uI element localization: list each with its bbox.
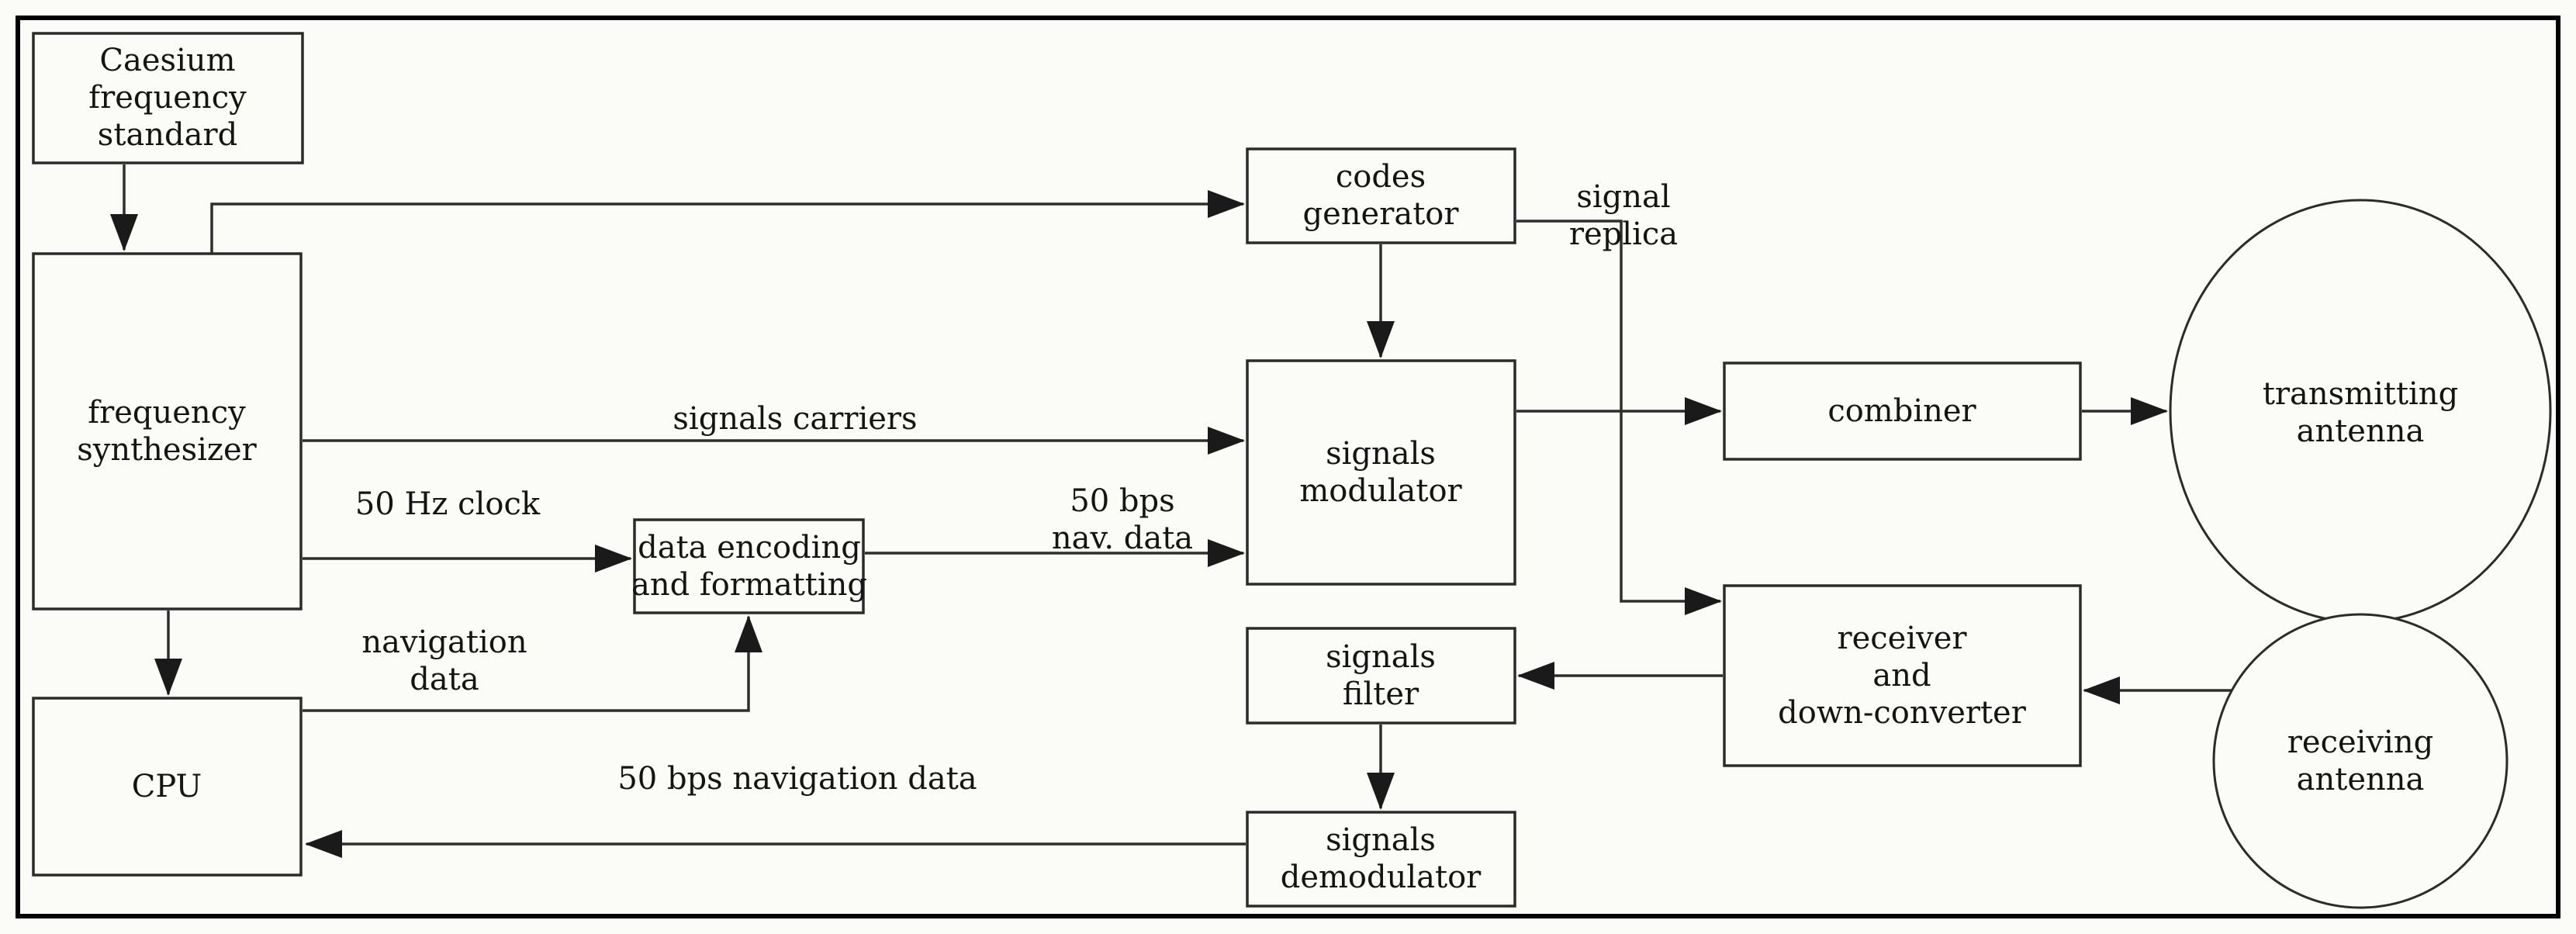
- node-label-receiving-antenna: receiving antenna: [2287, 725, 2434, 797]
- node-shapes: [32, 32, 2552, 909]
- box-signals-filter: [1246, 627, 1516, 725]
- node-label-signals-modulator: signals modulator: [1299, 436, 1462, 509]
- box-combiner: [1723, 361, 2082, 461]
- edge-label-50bps-navigation-data: 50 bps navigation data: [617, 761, 977, 797]
- edge-label-signal-replica: signal replica: [1568, 179, 1679, 252]
- node-label-combiner: combiner: [1827, 393, 1976, 429]
- node-label-signals-demodulator: signals demodulator: [1280, 822, 1482, 895]
- box-signals-demodulator: [1246, 811, 1516, 908]
- box-signals-modulator: [1246, 359, 1516, 586]
- node-label-data-encoding-formatting: data encoding and formatting: [631, 530, 868, 603]
- edge-label-50bps-nav-data: 50 bps nav. data: [1051, 483, 1194, 556]
- box-caesium-frequency-standard: [32, 32, 304, 164]
- connector-arrows: [110, 164, 2237, 858]
- box-cpu: [32, 697, 303, 877]
- box-frequency-synthesizer: [32, 252, 303, 611]
- box-receiver-down-converter: [1723, 584, 2082, 767]
- box-data-encoding-formatting: [633, 518, 865, 614]
- circle-receiving-antenna: [2212, 613, 2509, 909]
- node-label-frequency-synthesizer: frequency synthesizer: [77, 395, 257, 468]
- node-label-caesium-frequency-standard: Caesium frequency standard: [88, 43, 247, 153]
- node-label-signals-filter: signals filter: [1326, 639, 1436, 712]
- box-codes-generator: [1246, 147, 1516, 244]
- node-label-receiver-down-converter: receiver and down-converter: [1778, 621, 2026, 731]
- node-label-codes-generator: codes generator: [1302, 159, 1459, 232]
- edge-label-50hz-clock: 50 Hz clock: [354, 486, 541, 522]
- edge-label-signals-carriers: signals carriers: [673, 401, 918, 437]
- edge-navigation-data: [303, 615, 762, 712]
- node-label-transmitting-antenna: transmitting antenna: [2262, 376, 2459, 449]
- outer-border: [16, 16, 2560, 918]
- node-label-cpu: CPU: [131, 769, 202, 804]
- edge-synthesizer-to-codes-generator: [210, 190, 1245, 255]
- edge-label-navigation-data: navigation data: [361, 624, 527, 697]
